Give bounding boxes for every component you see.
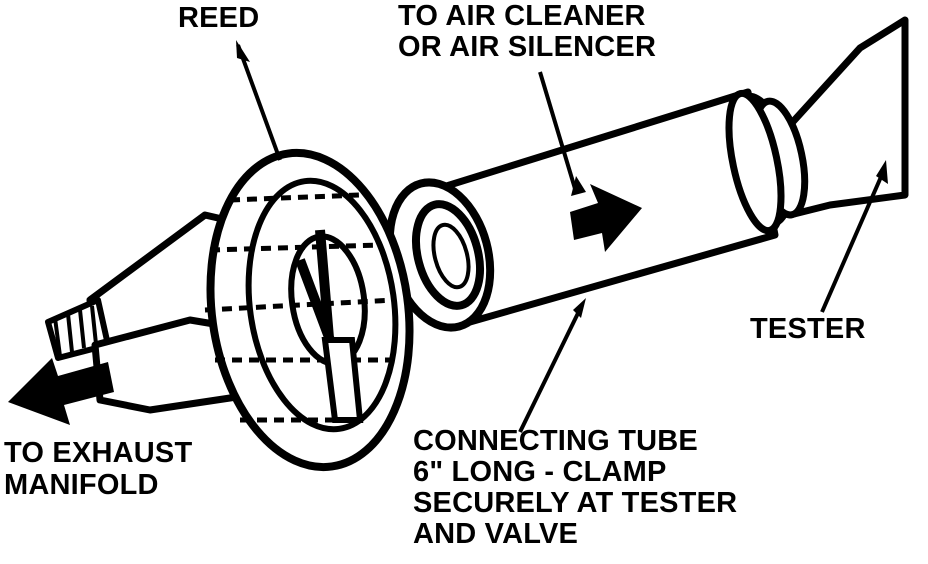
leader-lines: [236, 44, 886, 433]
tester-arrowhead: [876, 160, 888, 184]
reed-label-text: REED: [178, 2, 260, 34]
exhaust-label-line-2: MANIFOLD: [4, 469, 159, 501]
reed-valve-disc: [204, 148, 414, 472]
tube-label-line-2: 6" LONG - CLAMP: [413, 456, 667, 488]
air-cleaner-label-line-1: TO AIR CLEANER: [398, 0, 646, 32]
reed-label: REED: [178, 3, 259, 34]
tube-label-line-3: SECURELY AT TESTER: [413, 487, 738, 519]
tube-leader-line: [518, 304, 584, 433]
reed-leader-line: [236, 44, 282, 161]
tester-label-text: TESTER: [750, 313, 866, 345]
exhaust-manifold-label: TO EXHAUST MANIFOLD: [4, 437, 192, 501]
exhaust-label-line-1: TO EXHAUST: [4, 437, 193, 469]
reed-arrowhead: [236, 40, 250, 62]
leader-arrowheads: [236, 40, 888, 318]
air-cleaner-label-line-2: OR AIR SILENCER: [398, 31, 657, 63]
exhaust-flow-arrow: [8, 358, 114, 425]
tube-label-line-4: AND VALVE: [413, 518, 579, 550]
air-cleaner-label: TO AIR CLEANER OR AIR SILENCER: [398, 1, 656, 63]
air-arrowhead: [571, 176, 586, 196]
tester-leader-line: [820, 169, 886, 313]
tester-label: TESTER: [750, 314, 866, 345]
tube-arrowhead: [573, 298, 586, 318]
tube-clamp: [385, 178, 495, 332]
connecting-tube-label: CONNECTING TUBE 6" LONG - CLAMP SECURELY…: [413, 426, 737, 550]
airflow-arrow: [570, 184, 642, 252]
tube-label-line-1: CONNECTING TUBE: [413, 425, 698, 457]
air-leader-line: [538, 71, 578, 193]
